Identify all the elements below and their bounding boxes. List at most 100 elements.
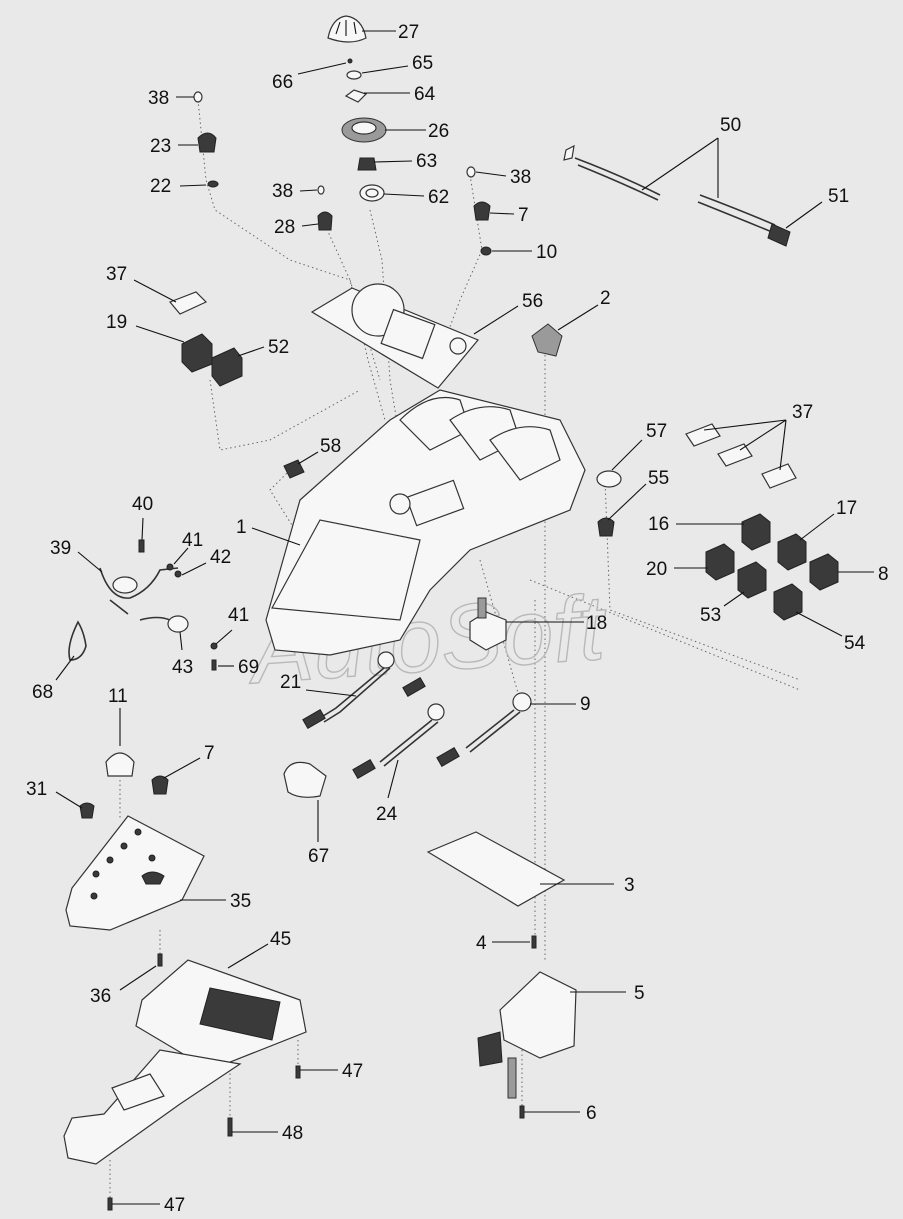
callout-27: 27 <box>398 22 419 43</box>
part-5-mechanism <box>499 971 577 1059</box>
part-57-disc <box>596 470 622 488</box>
callout-47-upper: 47 <box>342 1061 363 1082</box>
callout-31: 31 <box>26 779 47 800</box>
part-16-switch <box>741 513 771 551</box>
callout-23: 23 <box>150 136 171 157</box>
callout-57: 57 <box>646 421 667 442</box>
callout-38-middle: 38 <box>272 181 293 202</box>
part-64-clip <box>344 89 368 103</box>
callout-65: 65 <box>412 53 433 74</box>
callout-24: 24 <box>376 804 398 825</box>
part-50-cable <box>574 157 661 196</box>
callout-10: 10 <box>536 242 557 263</box>
part-48-screw <box>227 1117 233 1137</box>
part-21-potentiometer <box>377 651 395 669</box>
callout-39: 39 <box>50 538 71 559</box>
part-3-plate <box>426 831 566 907</box>
part-55-button <box>597 517 615 537</box>
callout-42: 42 <box>210 547 231 568</box>
part-37-cap <box>717 443 753 467</box>
callout-6: 6 <box>586 1103 597 1124</box>
callout-51: 51 <box>828 186 849 207</box>
part-11-knob <box>105 752 135 777</box>
part-20-switch <box>705 543 735 581</box>
part-38-cap <box>466 166 476 178</box>
part-42-nut <box>174 570 182 578</box>
part-47-screw <box>295 1065 301 1079</box>
part-58-plug <box>283 459 305 479</box>
callout-47-lower: 47 <box>164 1195 185 1216</box>
callout-35: 35 <box>230 891 251 912</box>
callout-7-top: 7 <box>518 205 529 226</box>
callout-43: 43 <box>172 657 193 678</box>
callout-68: 68 <box>32 682 53 703</box>
part-41-screw <box>166 563 174 571</box>
part-68-strap <box>68 620 87 661</box>
part-7-knob <box>473 201 491 221</box>
part-66-washer <box>347 58 353 64</box>
part-4-screw <box>531 935 537 949</box>
part-38-cap <box>317 185 325 195</box>
callout-38-top-left: 38 <box>148 88 169 109</box>
part-35-board <box>65 815 205 931</box>
part-lower-bracket <box>63 1049 242 1165</box>
parts <box>63 15 839 1211</box>
part-38-cap <box>193 91 203 103</box>
part-51-connector <box>767 223 791 247</box>
part-52-switch <box>211 347 243 387</box>
callout-56: 56 <box>522 291 543 312</box>
part-37-cap <box>169 291 208 315</box>
callout-67: 67 <box>308 846 329 867</box>
part-21-harness <box>319 667 385 719</box>
callout-7-lower: 7 <box>204 743 215 764</box>
callout-53: 53 <box>700 605 721 626</box>
callout-40: 40 <box>132 494 153 515</box>
callout-54: 54 <box>844 633 866 654</box>
part-24-harness <box>379 719 433 763</box>
part-37-cap <box>761 463 797 489</box>
callout-66: 66 <box>272 72 293 93</box>
part-2-cover <box>531 323 563 357</box>
callout-37-left: 37 <box>106 264 127 285</box>
part-40-pin <box>138 539 145 553</box>
part-9-harness <box>465 709 515 749</box>
callout-41-upper: 41 <box>182 530 203 551</box>
part-65-washer <box>346 70 362 80</box>
part-50-cable <box>699 194 776 226</box>
callout-28: 28 <box>274 217 295 238</box>
callout-22: 22 <box>150 176 171 197</box>
part-39-cable <box>99 567 179 599</box>
part-22-washer <box>207 180 219 188</box>
callout-58: 58 <box>320 436 341 457</box>
part-53-switch <box>737 561 767 599</box>
part-54-switch <box>773 583 803 621</box>
callout-45: 45 <box>270 929 291 950</box>
callout-19: 19 <box>106 312 127 333</box>
callout-37-right: 37 <box>792 402 813 423</box>
part-7-knob <box>151 775 169 795</box>
part-47-screw <box>107 1197 113 1211</box>
part-67-strap <box>283 761 327 798</box>
callout-38-right: 38 <box>510 167 531 188</box>
part-31-cap <box>79 802 95 819</box>
part-24-potentiometer <box>427 703 445 721</box>
callout-2: 2 <box>600 288 611 309</box>
callout-50: 50 <box>720 115 741 136</box>
callout-17: 17 <box>836 498 857 519</box>
callout-11: 11 <box>108 686 128 707</box>
part-63-nut <box>357 157 377 171</box>
part-43-cable <box>139 616 171 621</box>
callout-16: 16 <box>648 514 669 535</box>
part-28-knob <box>317 211 333 231</box>
callouts: 27 66 65 64 38 26 23 63 22 62 38 28 38 7… <box>26 22 889 1216</box>
callout-64: 64 <box>414 84 436 105</box>
callout-4: 4 <box>476 933 487 954</box>
part-41-screw <box>210 642 218 650</box>
part-8-switch <box>809 553 839 591</box>
part-19-switch <box>181 333 213 373</box>
part-9-potentiometer <box>512 692 532 712</box>
callout-62: 62 <box>428 187 449 208</box>
part-69-screw <box>211 659 217 671</box>
callout-18: 18 <box>586 613 607 634</box>
